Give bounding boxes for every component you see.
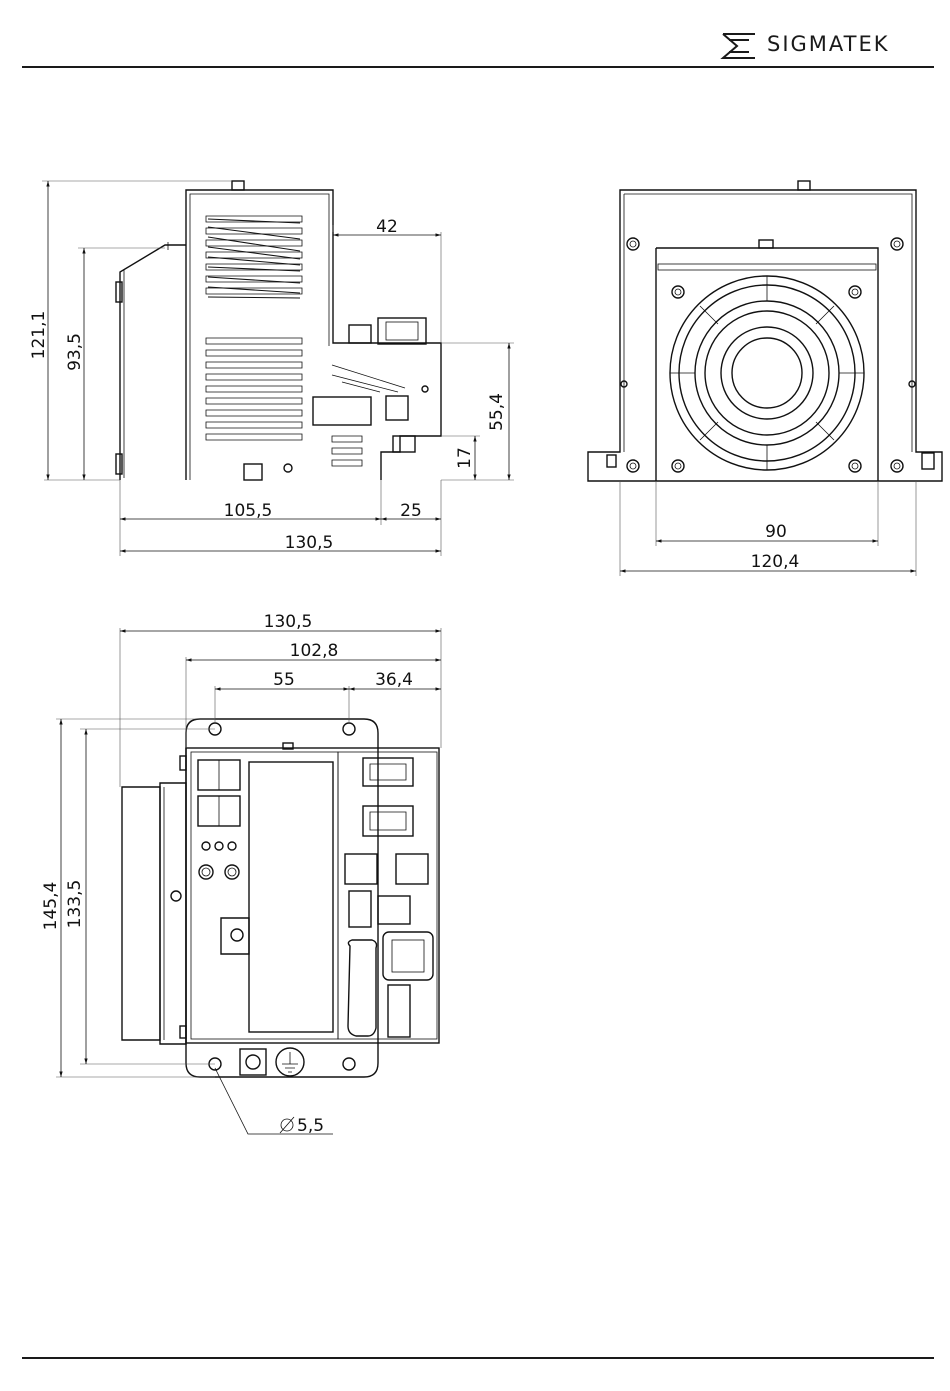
top-right-module bbox=[345, 758, 433, 1037]
dim-front-depth: 25 bbox=[400, 501, 422, 521]
side-vent-lower bbox=[206, 338, 302, 440]
dim-connector-depth: 42 bbox=[376, 217, 398, 237]
side-vent-upper bbox=[206, 216, 302, 298]
top-left-module bbox=[198, 760, 249, 954]
top-dimensions: 130,5 102,8 55 36,4 145,4 133,5 5,5 bbox=[41, 612, 441, 1136]
dim-fan-width: 90 bbox=[765, 522, 787, 542]
dim-bottom-offset: 17 bbox=[455, 447, 475, 469]
front-view: 90 120,4 bbox=[588, 181, 942, 576]
dim-top-total-height: 145,4 bbox=[41, 882, 61, 931]
dim-hole-spacing: 55 bbox=[273, 670, 295, 690]
side-view: 121,1 93,5 42 55,4 17 105,5 25 130,5 bbox=[29, 181, 514, 556]
dim-hole-vertical: 133,5 bbox=[65, 880, 85, 929]
dim-total-height: 121,1 bbox=[29, 311, 49, 360]
dim-front-total-width: 120,4 bbox=[751, 552, 800, 572]
dim-depth-to-holes: 102,8 bbox=[290, 641, 339, 661]
front-dimensions: 90 120,4 bbox=[620, 481, 916, 576]
dim-connector-height: 55,4 bbox=[487, 393, 507, 431]
dim-hole-diameter: 5,5 bbox=[297, 1116, 324, 1136]
dim-total-depth: 130,5 bbox=[285, 533, 334, 553]
top-view: 130,5 102,8 55 36,4 145,4 133,5 5,5 bbox=[41, 612, 441, 1136]
dim-front-offset: 36,4 bbox=[375, 670, 413, 690]
dim-body-height: 93,5 bbox=[65, 333, 85, 371]
front-screws bbox=[621, 238, 915, 472]
fan-grille bbox=[670, 276, 864, 470]
dim-top-total-depth: 130,5 bbox=[264, 612, 313, 632]
dim-body-depth: 105,5 bbox=[224, 501, 273, 521]
